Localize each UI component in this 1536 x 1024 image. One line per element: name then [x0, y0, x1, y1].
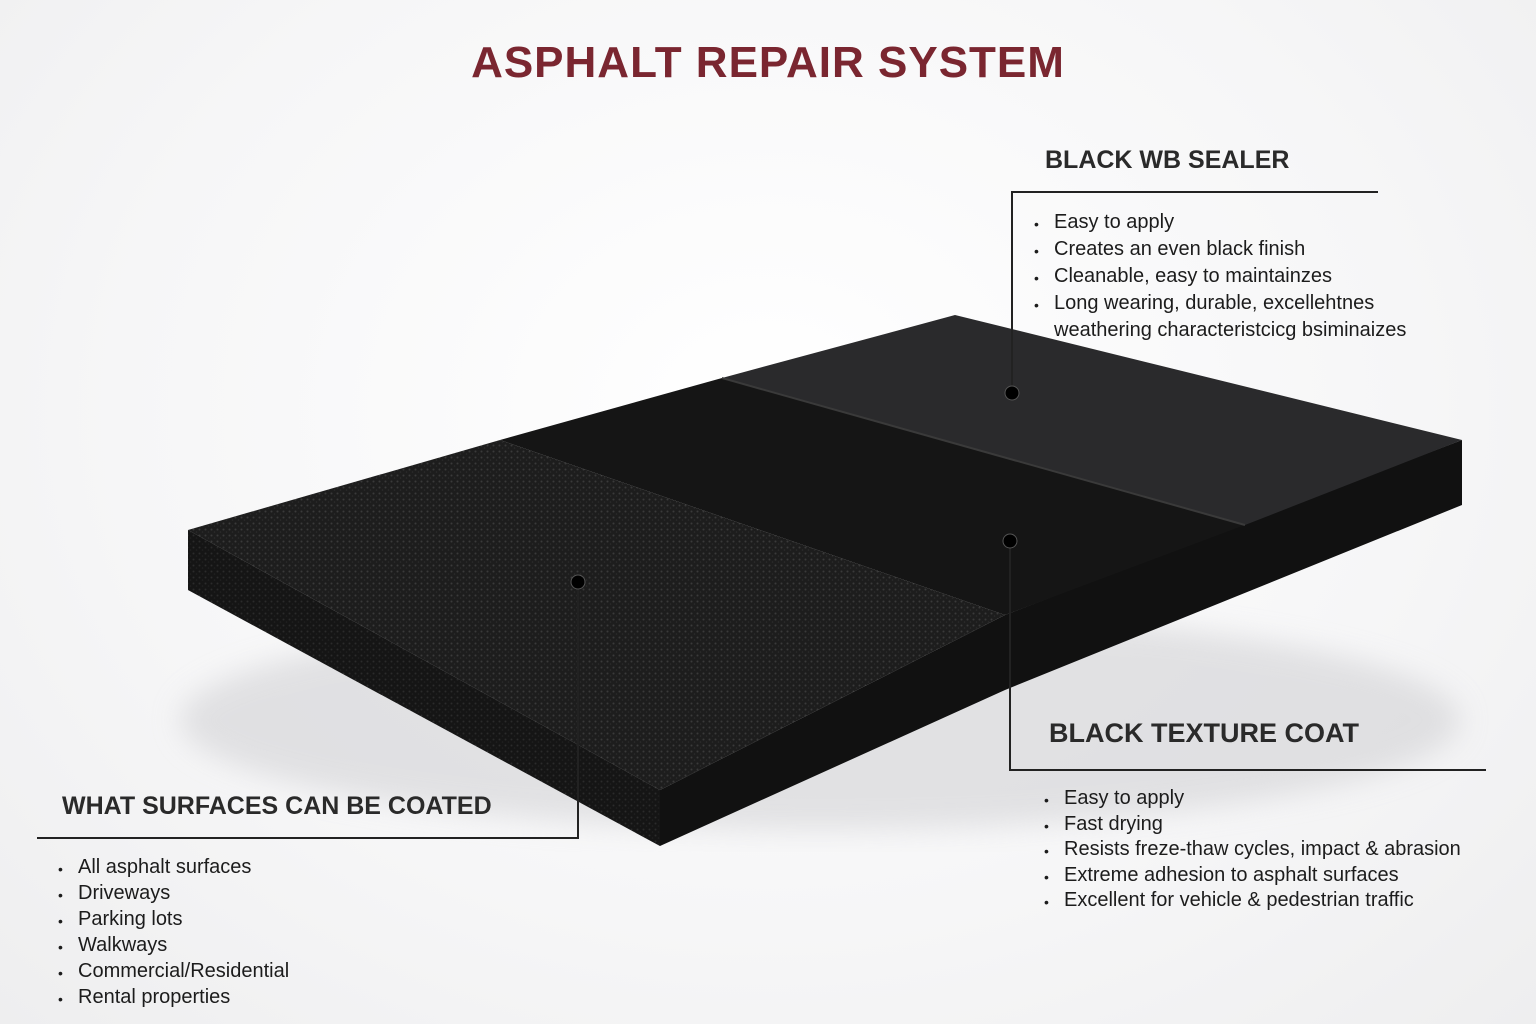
surfaces-callout-line	[37, 582, 579, 839]
surfaces-heading: WHAT SURFACES CAN BE COATED	[62, 792, 492, 820]
surfaces-list: All asphalt surfaces Driveways Parking l…	[54, 854, 374, 1012]
sealer-callout-line	[1011, 191, 1378, 393]
texture-section-top	[188, 440, 1005, 790]
list-item: Excellent for vehicle & pedestrian traff…	[1040, 888, 1520, 915]
texture-coat-callout-line	[1009, 541, 1486, 771]
list-item: Parking lots	[54, 906, 374, 934]
sealer-feature-list: Easy to apply Creates an even black fini…	[1030, 209, 1450, 344]
page-title: ASPHALT REPAIR SYSTEM	[471, 38, 1065, 87]
list-item: Driveways	[54, 880, 374, 908]
list-item: Resists freze-thaw cycles, impact & abra…	[1040, 837, 1520, 864]
sealer-section	[722, 315, 1462, 525]
list-item: Rental properties	[54, 984, 374, 1012]
list-item: Easy to apply	[1030, 209, 1450, 238]
texture-coat-callout-dot	[1002, 533, 1018, 549]
slab-front-face	[188, 530, 660, 846]
list-item: Cleanable, easy to maintainzes	[1030, 263, 1450, 292]
surfaces-callout-dot	[570, 574, 586, 590]
list-item: All asphalt surfaces	[54, 854, 374, 882]
texture-coat-heading: BLACK TEXTURE COAT	[1049, 718, 1359, 748]
texture-coat-feature-list: Easy to apply Fast drying Resists freze-…	[1040, 786, 1520, 915]
list-item: Easy to apply	[1040, 786, 1520, 813]
sealer-heading: BLACK WB SEALER	[1045, 146, 1290, 174]
slab-side-face	[660, 440, 1462, 846]
list-item: Walkways	[54, 932, 374, 960]
texture-coat-section	[500, 378, 1245, 615]
list-item: Fast drying	[1040, 812, 1520, 839]
sealer-callout-dot	[1004, 385, 1020, 401]
list-item: Commercial/Residential	[54, 958, 374, 986]
list-item: Creates an even black finish	[1030, 236, 1450, 265]
list-item: Long wearing, durable, excellehtnes weat…	[1030, 290, 1450, 344]
list-item: Extreme adhesion to asphalt surfaces	[1040, 863, 1520, 890]
